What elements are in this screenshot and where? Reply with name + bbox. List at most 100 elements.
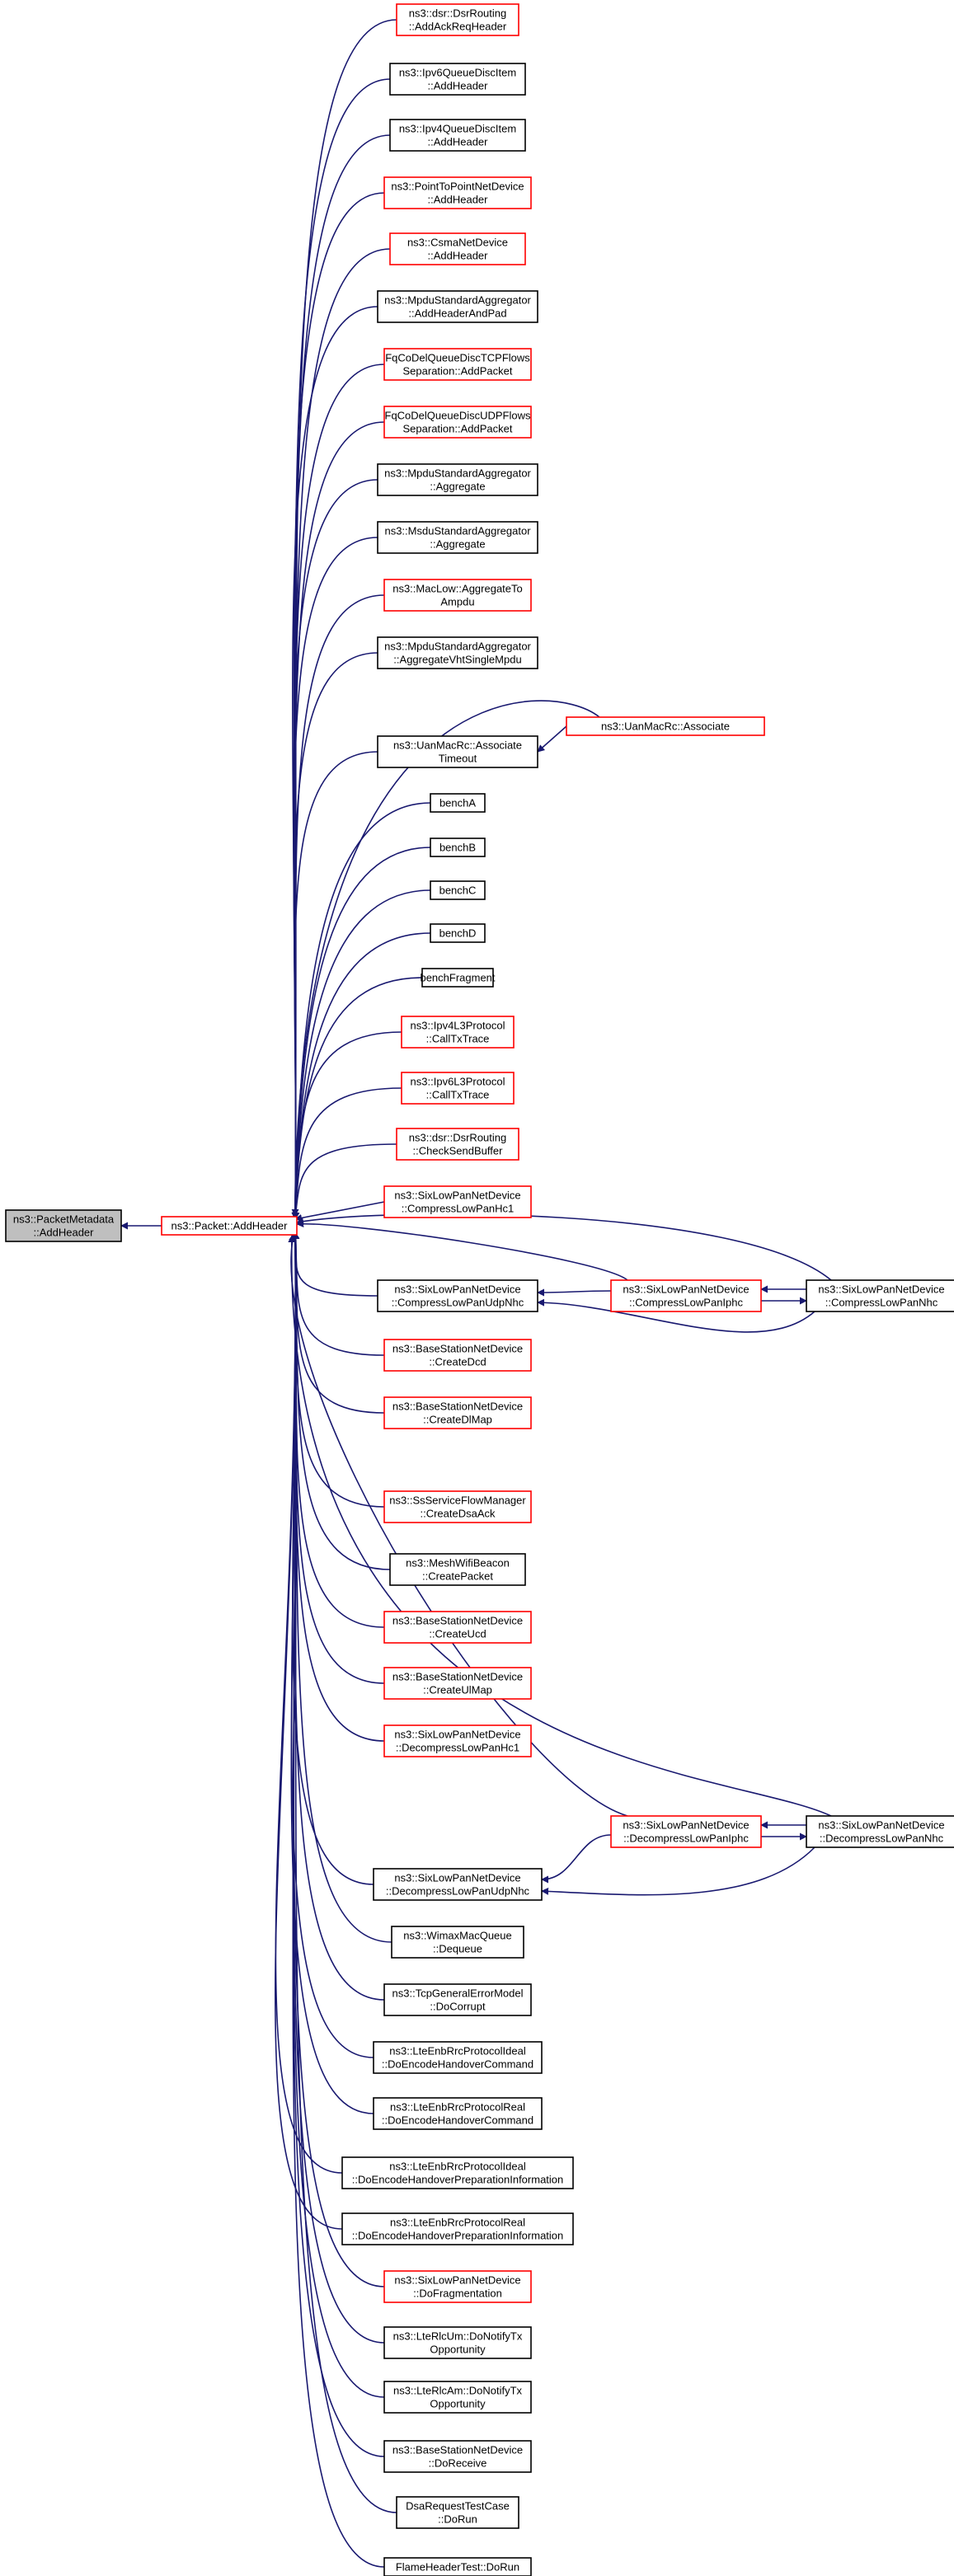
caller-node[interactable]: ns3::MeshWifiBeacon::CreatePacket [389,1553,526,1586]
caller-node[interactable]: ns3::TcpGeneralErrorModel::DoCorrupt [383,1983,532,2016]
edge-caller-to-target [291,1232,385,1508]
caller-node[interactable]: ns3::SixLowPanNetDevice::DecompressLowPa… [383,1724,532,1757]
edge-compressnhc-to-udpnhc [537,1298,815,1333]
caller-node-box [389,232,526,265]
root-node-box [5,1209,122,1242]
caller-node[interactable]: ns3::MpduStandardAggregator::AggregateVh… [377,636,538,669]
secondary-node-label-line: ns3::SixLowPanNetDevice [818,1283,944,1296]
caller-node-label-line: ns3::MpduStandardAggregator [384,294,531,307]
edge-caller-to-target [290,1232,374,2058]
caller-node-label-line: ns3::LteEnbRrcProtocolReal [390,2217,525,2229]
caller-node[interactable]: ns3::MpduStandardAggregator::AddHeaderAn… [377,290,538,323]
target-node-box [161,1216,298,1236]
secondary-node[interactable]: ns3::SixLowPanNetDevice::CompressLowPanN… [806,1279,954,1312]
root-node-label-line: ::AddHeader [34,1227,95,1239]
caller-node[interactable]: FqCoDelQueueDiscUDPFlowsSeparation::AddP… [383,406,532,439]
caller-node-box [373,2041,543,2074]
caller-node[interactable]: ns3::Ipv4L3Protocol::CallTxTrace [401,1016,515,1049]
caller-node-box [377,290,538,323]
caller-node-label-line: ::CompressLowPanHc1 [402,1203,515,1215]
caller-node-label-line: ns3::LteEnbRrcProtocolIdeal [389,2161,526,2173]
target-node[interactable]: ns3::Packet::AddHeader [161,1216,298,1236]
caller-node[interactable]: ns3::BaseStationNetDevice::CreateUlMap [383,1667,532,1700]
caller-node[interactable]: FqCoDelQueueDiscTCPFlowsSeparation::AddP… [383,348,532,381]
caller-node-box [341,2212,574,2245]
caller-node-box [383,1611,532,1644]
caller-node[interactable]: ns3::SixLowPanNetDevice::DoFragmentation [383,2270,532,2303]
call-edges [120,19,832,2568]
caller-node[interactable]: ns3::CsmaNetDevice::AddHeader [389,232,526,265]
edge-caller-to-target [291,537,378,1220]
caller-node-box [383,2557,532,2576]
caller-node-label-line: Ampdu [440,596,474,608]
caller-node[interactable]: DsaRequestTestCase::DoRun [396,2496,519,2529]
secondary-node[interactable]: ns3::UanMacRc::Associate [566,716,765,736]
caller-node-label-line: ::CreateUlMap [423,1684,492,1696]
caller-node[interactable]: ns3::dsr::DsrRouting::AddAckReqHeader [396,3,519,36]
caller-node-label-line: ns3::WimaxMacQueue [403,1930,512,1942]
secondary-node[interactable]: ns3::SixLowPanNetDevice::CompressLowPanI… [610,1279,762,1312]
caller-node-box [377,463,538,496]
caller-node[interactable]: benchA [430,793,486,813]
caller-node[interactable]: benchC [430,880,486,900]
root-node-label-line: ns3::PacketMetadata [13,1213,115,1226]
caller-node[interactable]: ns3::BaseStationNetDevice::CreateDcd [383,1339,532,1372]
caller-node[interactable]: ns3::SixLowPanNetDevice::CompressLowPanU… [377,1279,538,1312]
caller-node[interactable]: FlameHeaderTest::DoRun [383,2557,532,2576]
caller-node-label-line: ns3::MpduStandardAggregator [384,467,531,480]
caller-node[interactable]: benchFragment [420,968,496,988]
caller-node[interactable]: benchD [430,923,486,943]
caller-node-label-line: ns3::SixLowPanNetDevice [394,2274,520,2287]
caller-node-box [391,1926,524,1959]
caller-node[interactable]: ns3::BaseStationNetDevice::CreateDlMap [383,1396,532,1429]
secondary-node[interactable]: ns3::SixLowPanNetDevice::DecompressLowPa… [806,1815,954,1848]
secondary-node-label-line: ns3::UanMacRc::Associate [601,720,730,733]
caller-node[interactable]: ns3::LteEnbRrcProtocolReal::DoEncodeHand… [373,2097,543,2130]
caller-node[interactable]: ns3::PointToPointNetDevice::AddHeader [383,176,532,209]
caller-node-label-line: DsaRequestTestCase [406,2500,510,2513]
caller-node-label-line: ::Aggregate [430,481,485,493]
caller-node[interactable]: ns3::Ipv6QueueDiscItem::AddHeader [389,63,526,96]
secondary-node[interactable]: ns3::SixLowPanNetDevice::DecompressLowPa… [610,1815,762,1848]
secondary-node-box [610,1279,762,1312]
caller-node[interactable]: ns3::WimaxMacQueue::Dequeue [391,1926,524,1959]
caller-node-label-line: ns3::TcpGeneralErrorModel [392,1987,524,2000]
call-nodes: ns3::PacketMetadata::AddHeaderns3::Packe… [5,3,954,2576]
caller-node[interactable]: ns3::Ipv6L3Protocol::CallTxTrace [401,1072,515,1105]
caller-node-box [383,1983,532,2016]
caller-node[interactable]: ns3::BaseStationNetDevice::CreateUcd [383,1611,532,1644]
caller-node-label-line: ::DoFragmentation [413,2287,502,2300]
caller-node-box [383,406,532,439]
caller-node[interactable]: ns3::LteEnbRrcProtocolIdeal::DoEncodeHan… [341,2156,574,2189]
caller-node-label-line: ns3::BaseStationNetDevice [392,1343,523,1355]
caller-node[interactable]: ns3::LteEnbRrcProtocolReal::DoEncodeHand… [341,2212,574,2245]
caller-node-box [383,1724,532,1757]
edge-caller-to-target [291,306,378,1220]
caller-node[interactable]: ns3::SixLowPanNetDevice::DecompressLowPa… [373,1868,543,1901]
caller-node-label-line: ns3::MsduStandardAggregator [384,525,531,537]
caller-node[interactable]: ns3::Ipv4QueueDiscItem::AddHeader [389,119,526,152]
caller-node[interactable]: ns3::MpduStandardAggregator::Aggregate [377,463,538,496]
secondary-node-label-line: ::DecompressLowPanNhc [820,1832,944,1845]
root-node[interactable]: ns3::PacketMetadata::AddHeader [5,1209,122,1242]
caller-node-box [430,923,486,943]
caller-node[interactable]: ns3::LteEnbRrcProtocolIdeal::DoEncodeHan… [373,2041,543,2074]
caller-node-label-line: ::CreateUcd [429,1628,486,1640]
edge-caller-to-target [291,751,378,1220]
caller-node[interactable]: benchB [430,838,486,857]
caller-node-label-line: ::CompressLowPanUdpNhc [392,1297,524,1309]
caller-node-label-line: FlameHeaderTest::DoRun [396,2561,519,2574]
caller-node-label-line: ::CreatePacket [422,1570,493,1583]
caller-node[interactable]: ns3::dsr::DsrRouting::CheckSendBuffer [396,1128,519,1161]
secondary-node-label-line: ::CompressLowPanNhc [825,1297,938,1309]
caller-node-label-line: ns3::LteEnbRrcProtocolIdeal [389,2045,526,2058]
caller-node[interactable]: ns3::BaseStationNetDevice::DoReceive [383,2440,532,2473]
caller-node[interactable]: ns3::SixLowPanNetDevice::CompressLowPanH… [383,1185,532,1218]
caller-node[interactable]: ns3::SsServiceFlowManager::CreateDsaAck [383,1490,532,1523]
caller-node[interactable]: ns3::MsduStandardAggregator::Aggregate [377,521,538,554]
caller-node-label-line: ns3::BaseStationNetDevice [392,1401,523,1413]
